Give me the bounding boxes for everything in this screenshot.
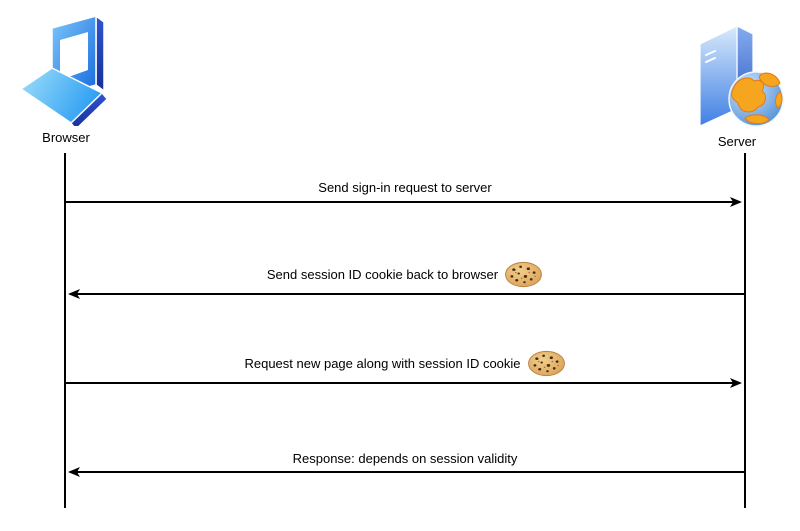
message-label: Send sign-in request to server <box>318 179 492 195</box>
message-4: Response: depends on session validity <box>65 450 745 466</box>
actor-label-browser: Browser <box>42 130 90 145</box>
actor-server: Server <box>685 15 789 149</box>
server-icon <box>699 25 784 127</box>
globe-icon <box>728 71 784 127</box>
cookie-icon <box>505 261 543 288</box>
actor-browser: Browser <box>14 14 118 145</box>
message-label: Send session ID cookie back to browser <box>266 267 499 282</box>
message-2: Send session ID cookie back to browser <box>65 261 745 288</box>
message-label: Request new page along with session ID c… <box>244 356 521 371</box>
message-3: Request new page along with session ID c… <box>65 350 745 377</box>
actor-label-server: Server <box>717 134 757 149</box>
laptop-icon <box>19 14 108 126</box>
message-label: Response: depends on session validity <box>292 450 518 466</box>
message-1: Send sign-in request to server <box>65 179 745 195</box>
cookie-icon <box>527 350 565 377</box>
